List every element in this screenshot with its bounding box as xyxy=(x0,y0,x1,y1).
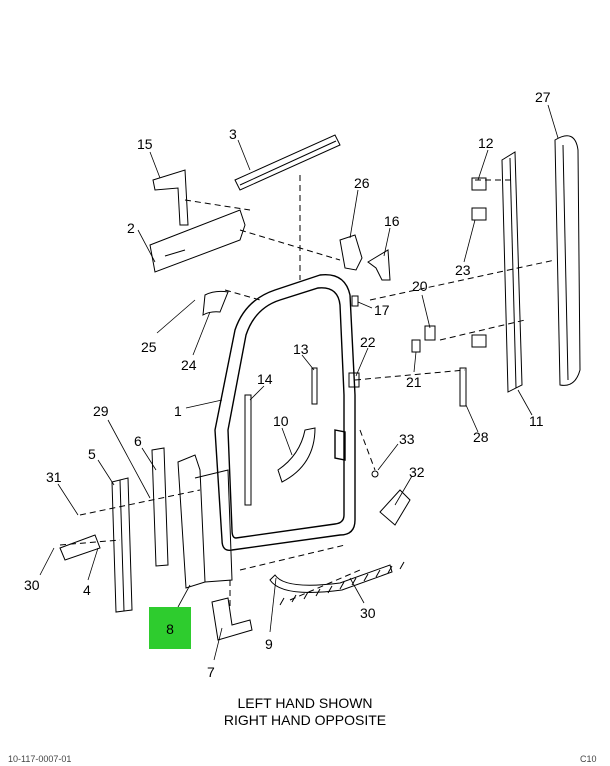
clip-part-22 xyxy=(348,372,360,388)
upper-panel-part-2 xyxy=(149,209,246,273)
callout-6: 6 xyxy=(134,433,142,449)
plate-part-7 xyxy=(211,597,253,641)
callout-21: 21 xyxy=(406,374,422,390)
callout-29: 29 xyxy=(93,403,109,419)
strip-part-13 xyxy=(311,367,318,405)
bracket-part-4 xyxy=(59,534,101,561)
callout-17: 17 xyxy=(374,302,390,318)
callout-5: 5 xyxy=(88,446,96,462)
curved-piece-part-24 xyxy=(202,290,229,316)
rail-part-11 xyxy=(501,151,523,393)
callout-33: 33 xyxy=(399,431,415,447)
callout-3: 3 xyxy=(229,126,237,142)
leader-lines xyxy=(39,104,559,661)
door-frame-part-1 xyxy=(214,273,356,551)
caption-line-2: RIGHT HAND OPPOSITE xyxy=(223,712,387,728)
callout-12: 12 xyxy=(478,135,494,151)
strip-part-6 xyxy=(151,447,169,567)
callout-4: 4 xyxy=(83,582,91,598)
strip-part-28 xyxy=(459,367,467,407)
callout-30-left: 30 xyxy=(24,577,40,593)
callout-10: 10 xyxy=(273,413,289,429)
screw-row-part-30 xyxy=(279,561,405,606)
callout-13: 13 xyxy=(293,341,309,357)
cap-part-32 xyxy=(379,489,411,526)
clip-part-20 xyxy=(424,325,436,341)
footer-left-text: 10-117-0007-01 xyxy=(8,754,72,764)
bracket-part-15 xyxy=(152,169,189,226)
hinge-part-26 xyxy=(339,234,363,271)
callout-25: 25 xyxy=(141,339,157,355)
callout-8: 8 xyxy=(166,621,174,637)
callout-1: 1 xyxy=(174,403,182,419)
callout-23: 23 xyxy=(455,262,471,278)
callout-2: 2 xyxy=(127,220,135,236)
callout-11: 11 xyxy=(529,413,544,429)
callout-28: 28 xyxy=(473,429,489,445)
pillar-part-5 xyxy=(111,477,133,613)
strip-part-14 xyxy=(244,394,252,506)
callout-32: 32 xyxy=(409,464,425,480)
callout-24: 24 xyxy=(181,357,197,373)
callout-30-right: 30 xyxy=(360,605,376,621)
hinge-bracket-part-23 xyxy=(471,207,487,221)
corner-part-16 xyxy=(367,249,391,281)
callout-26: 26 xyxy=(354,175,370,191)
caption-line-1: LEFT HAND SHOWN xyxy=(237,695,373,711)
callout-14: 14 xyxy=(257,371,273,387)
channel-part-10 xyxy=(277,427,316,483)
clip-part-17 xyxy=(351,295,359,307)
post-part-8 xyxy=(177,454,233,589)
callout-31: 31 xyxy=(46,469,62,485)
cover-part-27 xyxy=(554,135,581,386)
callout-15: 15 xyxy=(137,136,153,152)
callout-20: 20 xyxy=(412,278,428,294)
callout-27: 27 xyxy=(535,89,551,105)
seal-part-9 xyxy=(269,564,393,593)
callout-16: 16 xyxy=(384,213,400,229)
assembly-dash-lines xyxy=(59,175,556,610)
clip-part-21 xyxy=(411,339,421,353)
callout-7: 7 xyxy=(207,664,215,680)
callout-9: 9 xyxy=(265,636,273,652)
roof-bar-part-3 xyxy=(234,134,341,191)
fastener-part-33 xyxy=(371,470,379,478)
highlighted-callout-8[interactable]: 8 xyxy=(149,607,191,649)
callout-22: 22 xyxy=(360,334,376,350)
footer-right-text: C10 xyxy=(580,754,597,764)
hinge-bracket-lower xyxy=(471,334,487,348)
